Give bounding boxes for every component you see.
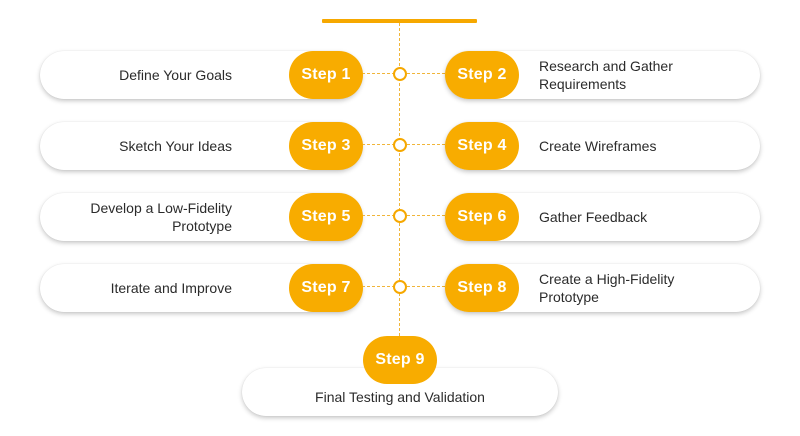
step-8-connector (407, 286, 445, 287)
step-5-badge: Step 5 (289, 193, 363, 241)
step-8-badge: Step 8 (445, 264, 519, 312)
step-4-connector (407, 144, 445, 145)
step-3-connector (362, 144, 395, 145)
step-4-label: Create Wireframes (539, 138, 657, 154)
step-9-card: Final Testing and Validation (242, 368, 558, 416)
step-4-badge: Step 4 (445, 122, 519, 170)
step-2-connector (407, 73, 445, 74)
step-2-badge: Step 2 (445, 51, 519, 99)
step-5-label: Develop a Low-Fidelity Prototype (90, 200, 232, 234)
step-6-label: Gather Feedback (539, 209, 648, 225)
step-9-badge: Step 9 (363, 336, 437, 384)
step-7-badge: Step 7 (289, 264, 363, 312)
step-2-label: Research and Gather Requirements (539, 58, 673, 92)
step-1-label: Define Your Goals (119, 67, 232, 83)
step-1-connector (362, 73, 395, 74)
step-3-badge: Step 3 (289, 122, 363, 170)
step-6-connector (407, 215, 445, 216)
top-accent-bar (322, 19, 477, 23)
row-4-node (393, 280, 407, 294)
step-6-badge: Step 6 (445, 193, 519, 241)
row-2-node (393, 138, 407, 152)
step-3-label: Sketch Your Ideas (119, 138, 232, 154)
center-spine-line (399, 23, 400, 336)
row-3-node (393, 209, 407, 223)
row-1-node (393, 67, 407, 81)
step-5-connector (362, 215, 395, 216)
step-8-label: Create a High-Fidelity Prototype (539, 271, 675, 305)
step-1-badge: Step 1 (289, 51, 363, 99)
step-7-connector (362, 286, 395, 287)
step-9-label: Final Testing and Validation (315, 389, 485, 405)
step-7-label: Iterate and Improve (110, 280, 232, 296)
